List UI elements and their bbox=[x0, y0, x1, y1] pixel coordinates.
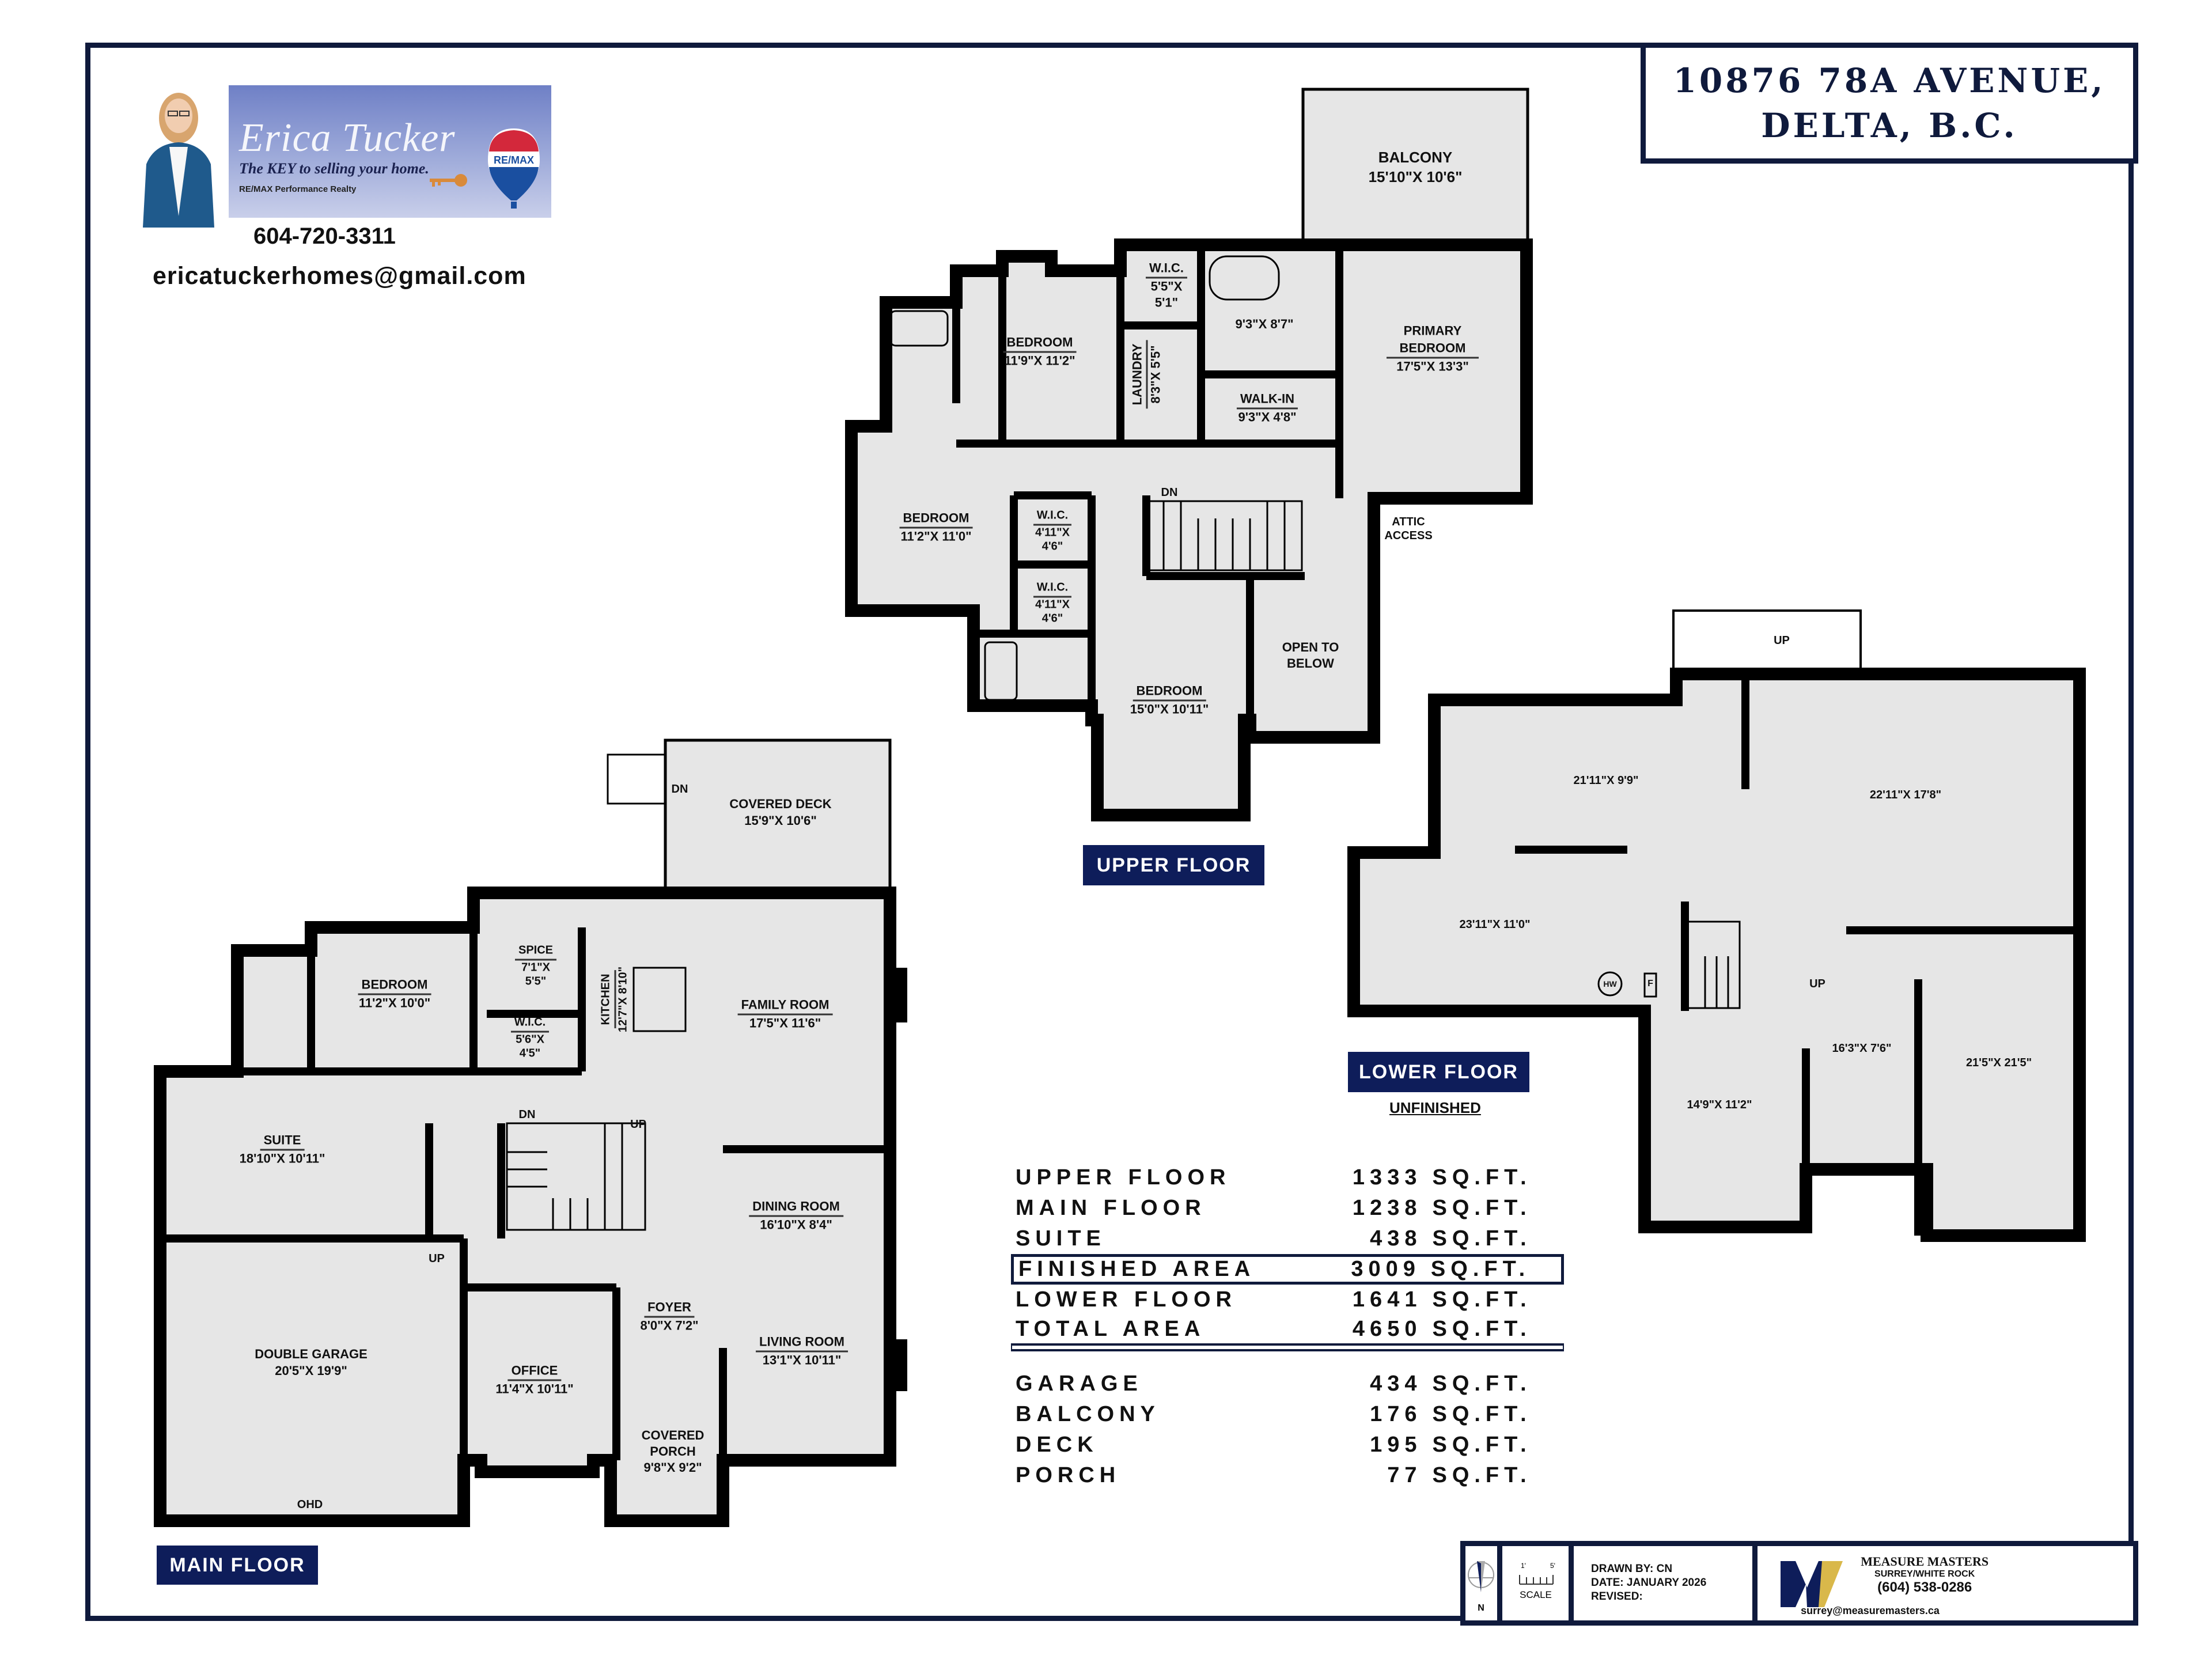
company-region: SURREY/WHITE ROCK bbox=[1874, 1569, 1975, 1579]
garage-door-label: OHD bbox=[297, 1498, 323, 1511]
title-block-footer: N 1' 5' SCALE DRAWN BY: CN DATE: JANUARY… bbox=[1460, 1541, 2138, 1626]
brokerage-name: RE/MAX Performance Realty bbox=[239, 184, 357, 194]
svg-text:5': 5' bbox=[1550, 1562, 1555, 1570]
north-arrow-icon: N bbox=[1468, 1561, 1494, 1613]
upper-floor-plan bbox=[845, 88, 1533, 821]
drawn-by: DRAWN BY: CN bbox=[1591, 1563, 1673, 1575]
scale-cell: 1' 5' SCALE bbox=[1502, 1546, 1574, 1620]
lower-floor-plan bbox=[1347, 609, 2086, 1242]
main-stairs-dn: DN bbox=[518, 1108, 536, 1121]
room-label-open-to-below: OPEN TO BELOW bbox=[1282, 640, 1339, 671]
measure-masters-cell: MEASURE MASTERS SURREY/WHITE ROCK (604) … bbox=[1758, 1546, 2138, 1620]
svg-text:SCALE: SCALE bbox=[1520, 1589, 1552, 1600]
company-email[interactable]: surrey@measuremasters.ca bbox=[1801, 1605, 1940, 1616]
company-name: MEASURE MASTERS bbox=[1861, 1554, 1989, 1569]
room-label-ensuite: 9'3"X 8'7" bbox=[1235, 317, 1294, 331]
room-label-lower-1: 21'11"X 9'9" bbox=[1573, 774, 1639, 787]
agent-email[interactable]: ericatuckerhomes@gmail.com bbox=[153, 262, 527, 290]
room-label-lower-2: 22'11"X 17'8" bbox=[1869, 789, 1942, 801]
lower-floor-unfinished-note: UNFINISHED bbox=[1389, 1099, 1481, 1116]
room-label-upper-wic-1: W.I.C.5'5"X 5'1" bbox=[1141, 260, 1192, 311]
furnace-icon: F bbox=[1647, 979, 1653, 988]
revised: REVISED: bbox=[1591, 1590, 1643, 1603]
page-frame bbox=[85, 43, 2134, 1621]
room-label-lower-5: 21'5"X 21'5" bbox=[1965, 1056, 2032, 1069]
scale-bar-icon: 1' 5' SCALE bbox=[1519, 1562, 1555, 1600]
main-floor-label: MAIN FLOOR bbox=[157, 1546, 318, 1585]
room-label-lower-3: 23'11"X 11'0" bbox=[1459, 918, 1531, 931]
svg-text:RE/MAX: RE/MAX bbox=[494, 154, 534, 166]
north-arrow-cell: N bbox=[1465, 1546, 1502, 1620]
upper-floor-label: UPPER FLOOR bbox=[1083, 845, 1264, 885]
agent-photo bbox=[131, 78, 224, 228]
lower-floor-label: LOWER FLOOR bbox=[1348, 1052, 1529, 1092]
lower-stairs-up-top: UP bbox=[1774, 634, 1790, 647]
drawing-info-cell: DRAWN BY: CN DATE: JANUARY 2026 REVISED: bbox=[1574, 1546, 1758, 1620]
agent-slogan: The KEY to selling your home. bbox=[239, 160, 429, 177]
deck-stairs-dn: DN bbox=[671, 783, 688, 796]
lower-stairs-up-inner: UP bbox=[1809, 978, 1825, 990]
address-line-2: DELTA, B.C. bbox=[1761, 106, 2018, 145]
room-label-lower-4: 16'3"X 7'6" bbox=[1832, 1042, 1892, 1055]
drawing-date: DATE: JANUARY 2026 bbox=[1591, 1577, 1707, 1589]
agent-name: Erica Tucker bbox=[239, 116, 456, 160]
room-label-lower-6: 14'9"X 11'2" bbox=[1687, 1099, 1752, 1111]
upper-stairs-dn: DN bbox=[1161, 486, 1178, 499]
company-phone[interactable]: (604) 538-0286 bbox=[1877, 1580, 1972, 1595]
room-label-upper-wic-2: W.I.C.4'11"X 4'6" bbox=[1029, 507, 1075, 554]
key-icon bbox=[427, 172, 468, 189]
address-title-box: 10876 78A AVENUE, DELTA, B.C. bbox=[1641, 43, 2138, 164]
agent-phone[interactable]: 604-720-3311 bbox=[253, 224, 396, 249]
measure-masters-logo-icon bbox=[1781, 1561, 1843, 1607]
remax-balloon-icon: RE/MAX bbox=[482, 126, 546, 212]
main-floor-plan bbox=[154, 738, 907, 1527]
room-label-main-wic: W.I.C.5'6"X 4'5" bbox=[507, 1014, 553, 1060]
agent-banner: Erica Tucker The KEY to selling your hom… bbox=[229, 85, 551, 218]
room-label-upper-wic-3: W.I.C.4'11"X 4'6" bbox=[1029, 579, 1075, 626]
hot-water-tank-icon: HW bbox=[1603, 979, 1617, 988]
garage-up-label: UP bbox=[429, 1252, 445, 1265]
main-stairs-up: UP bbox=[630, 1118, 646, 1131]
svg-text:1': 1' bbox=[1521, 1562, 1526, 1570]
svg-text:N: N bbox=[1478, 1603, 1484, 1613]
address-line-1: 10876 78A AVENUE, bbox=[1673, 61, 2106, 100]
